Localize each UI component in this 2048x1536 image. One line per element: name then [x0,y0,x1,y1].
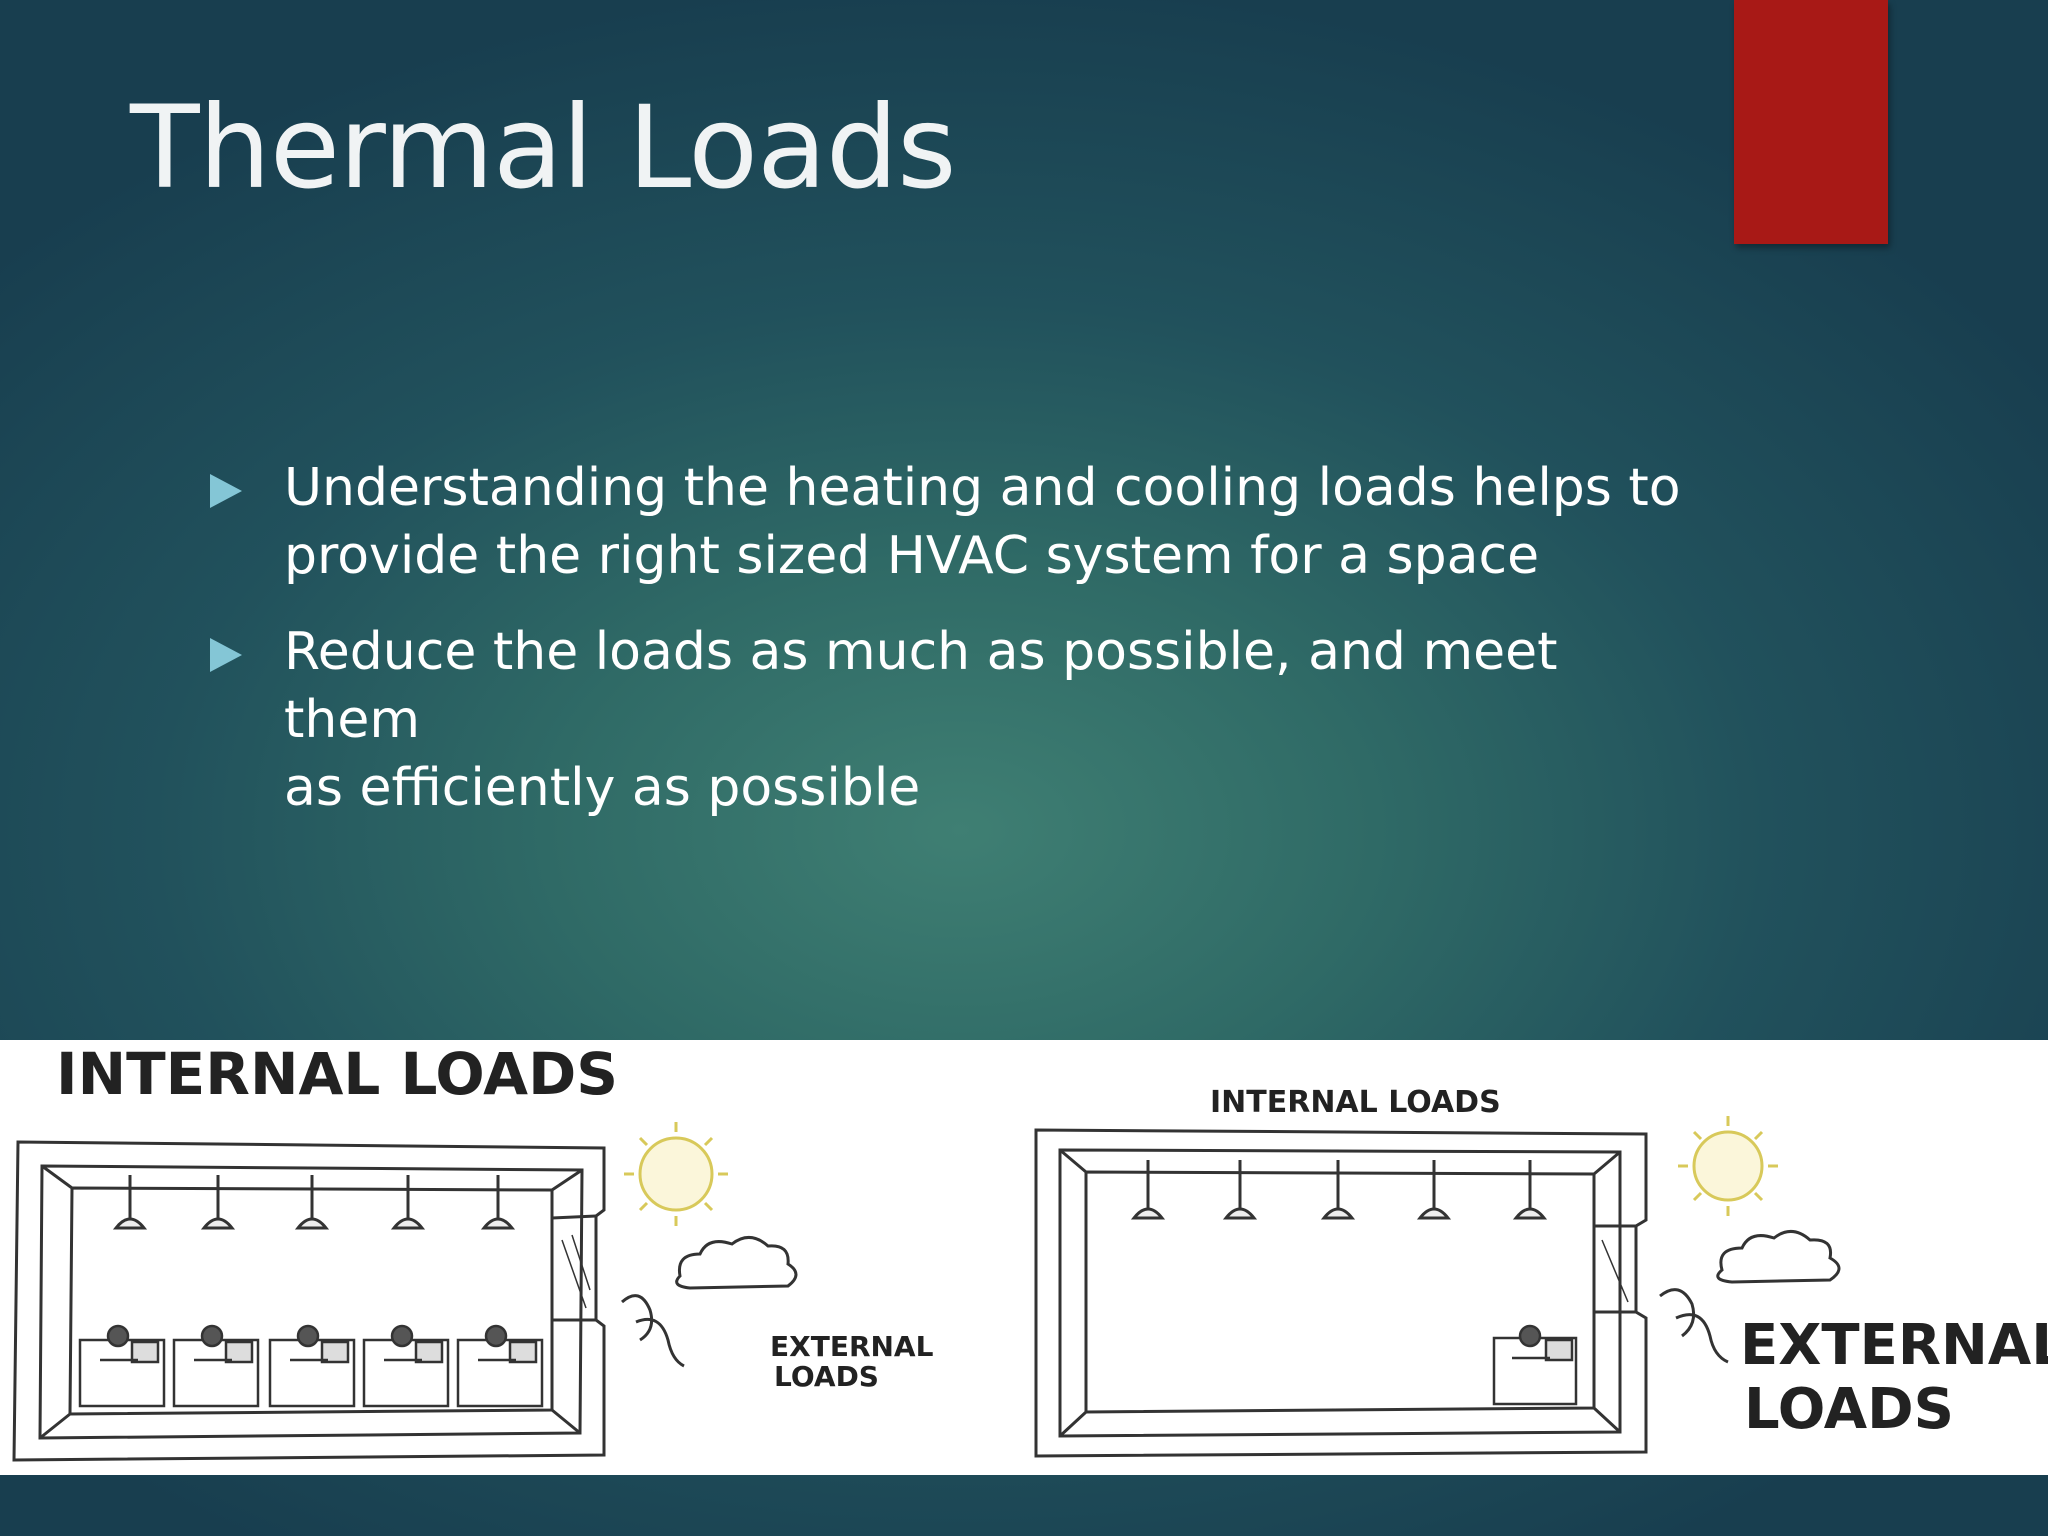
bullet-line: Understanding the heating and cooling lo… [284,458,1681,518]
right-wind-icon [1659,1288,1729,1364]
worker-desk [172,1324,260,1408]
worker-desk [362,1324,450,1408]
bullet-line: as efficiently as possible [284,758,921,818]
bullet-line: provide the right sized HVAC system for … [284,526,1540,586]
right-external-loads-label: EXTERNAL [1740,1313,2048,1378]
left-sun-icon [624,1122,728,1226]
worker-desk [268,1324,356,1408]
left-internal-loads-label: INTERNAL LOADS [56,1040,618,1108]
triangle-bullet-icon [210,638,242,672]
bullet-item: Understanding the heating and cooling lo… [206,454,1706,590]
left-building [12,1140,606,1462]
right-sun-icon [1678,1116,1778,1216]
right-internal-loads-label: INTERNAL LOADS [1210,1085,1501,1120]
bullet-item: Reduce the loads as much as possible, an… [206,618,1706,822]
left-cloud-icon [675,1236,798,1290]
slide-title: Thermal Loads [130,81,957,214]
right-cloud-icon [1716,1230,1841,1284]
right-external-loads-label: LOADS [1744,1377,1954,1442]
left-external-loads-label: EXTERNAL [770,1330,934,1363]
loads-illustration: INTERNAL LOADS [0,1040,2048,1475]
right-building [1034,1128,1648,1458]
bullet-line: Reduce the loads as much as possible, an… [284,622,1558,750]
loads-diagram: INTERNAL LOADS [12,1040,2048,1462]
red-accent-bar [1734,0,1888,244]
worker-desk [78,1324,166,1408]
left-ceiling-lamps [112,1175,516,1230]
bullet-list: Understanding the heating and cooling lo… [206,454,1706,850]
left-external-loads-label: LOADS [774,1360,879,1393]
right-worker [1492,1324,1578,1406]
left-wind-icon [621,1294,685,1368]
triangle-bullet-icon [210,474,242,508]
worker-desk [456,1324,544,1408]
right-ceiling-lamps [1130,1160,1548,1220]
left-workers [78,1324,544,1408]
